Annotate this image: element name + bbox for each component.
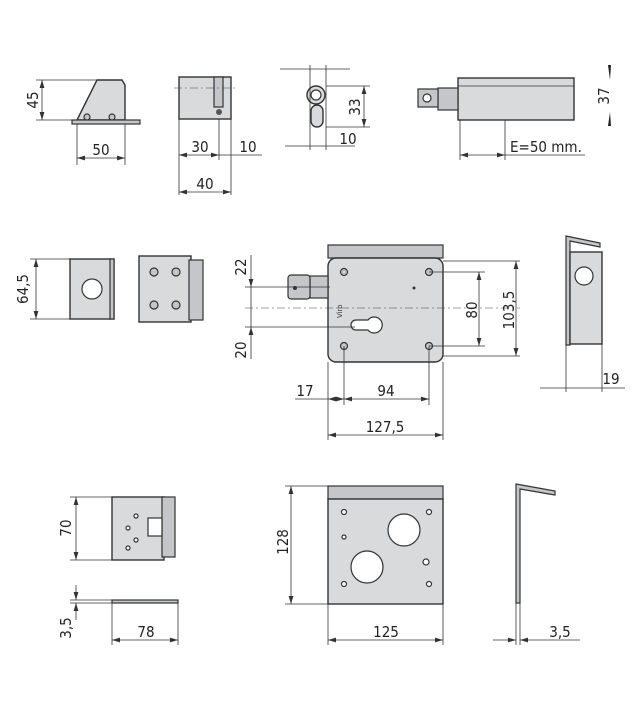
dim-height-37: 37 <box>595 87 613 104</box>
lock-top-view <box>417 65 611 160</box>
dim-angle-3-5: 3,5 <box>549 623 570 641</box>
dim-bracket-70: 70 <box>57 519 75 536</box>
dim-side-height: 45 <box>24 91 42 108</box>
dim-plate-125: 125 <box>373 623 399 641</box>
dim-e-value: E=50 mm. <box>510 138 582 156</box>
dim-side-width: 50 <box>92 141 109 159</box>
dim-bracket-3-5: 3,5 <box>57 617 75 638</box>
dim-bracket-78: 78 <box>137 623 154 641</box>
dim-plate-128: 128 <box>274 529 292 555</box>
dim-width-127-5: 127,5 <box>366 418 405 436</box>
cylinder-view <box>174 76 262 195</box>
dim-offset-17: 17 <box>296 382 313 400</box>
dim-hole-94: 94 <box>377 382 394 400</box>
dim-height-103-5: 103,5 <box>500 291 518 330</box>
bracket-views <box>70 496 179 645</box>
dim-keeper-64-5: 64,5 <box>14 274 32 304</box>
lock-side-view <box>540 235 625 392</box>
dim-cyl-30: 30 <box>191 138 208 156</box>
angle-profile <box>493 483 580 645</box>
dim-offset-22: 22 <box>232 258 250 275</box>
cylinder-profile <box>280 65 370 150</box>
dim-cyl-40: 40 <box>196 175 213 193</box>
dim-depth-19: 19 <box>602 370 619 388</box>
dim-profile-10: 10 <box>339 130 356 148</box>
dim-offset-20: 20 <box>232 341 250 358</box>
dim-cyl-10: 10 <box>239 138 256 156</box>
side-view <box>36 79 141 165</box>
keeper-views <box>30 255 204 323</box>
dim-profile-33: 33 <box>346 98 364 115</box>
dim-hole-80: 80 <box>463 301 481 318</box>
mounting-plate <box>285 485 444 645</box>
brand-mark: Viro <box>336 304 344 318</box>
lock-front-view <box>245 244 520 440</box>
